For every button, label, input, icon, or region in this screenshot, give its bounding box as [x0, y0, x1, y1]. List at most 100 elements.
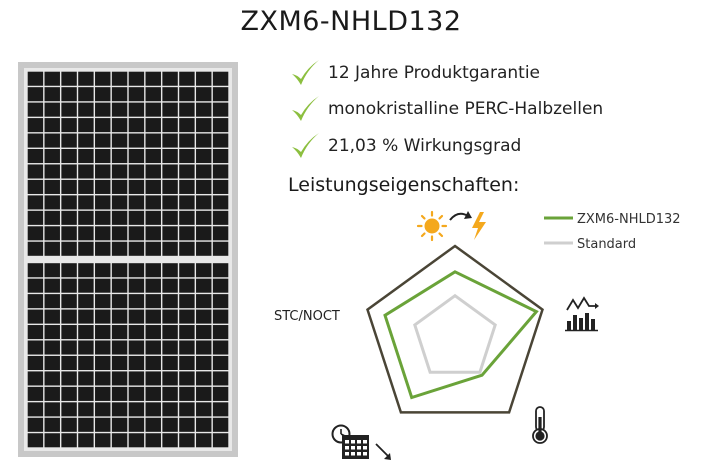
panel-cell — [179, 325, 195, 340]
panel-cell — [179, 309, 195, 324]
panel-cell — [27, 263, 44, 278]
panel-cell — [61, 355, 77, 371]
panel-cell — [61, 102, 77, 117]
panel-cell — [111, 71, 128, 86]
panel-cell — [44, 71, 60, 86]
panel-cell — [196, 340, 212, 355]
feature-cells: monokristalline PERC-Halbzellen — [288, 92, 603, 126]
panel-cell — [128, 210, 145, 225]
panel-cell — [61, 179, 77, 194]
panel-cell — [212, 371, 229, 386]
panel-cell — [145, 133, 161, 148]
panel-cell — [78, 263, 94, 278]
panel-cell — [95, 195, 111, 210]
panel-cell — [27, 241, 44, 256]
panel-cell — [145, 241, 161, 256]
panel-cell — [162, 210, 178, 225]
panel-cell — [162, 309, 178, 324]
panel-cell — [196, 294, 212, 309]
panel-cell — [61, 417, 77, 432]
panel-cell — [95, 355, 111, 371]
panel-cell — [196, 263, 212, 278]
panel-cell — [196, 164, 212, 179]
panel-cell — [179, 179, 195, 194]
panel-cell — [61, 133, 77, 148]
panel-cell — [27, 294, 44, 309]
panel-cell — [128, 309, 145, 324]
panel-cell — [95, 417, 111, 432]
panel-cell — [196, 195, 212, 210]
panel-cell — [95, 148, 111, 164]
panel-cell — [179, 102, 195, 117]
panel-cell — [212, 402, 229, 417]
panel-cell — [179, 386, 195, 401]
panel-cell — [196, 118, 212, 133]
panel-cell — [128, 433, 145, 448]
panel-cell — [111, 325, 128, 340]
panel-cell — [44, 179, 60, 194]
legend-label-standard: Standard — [577, 237, 636, 252]
panel-cell — [61, 195, 77, 210]
panel-cell — [44, 278, 60, 293]
panel-cell — [61, 309, 77, 324]
panel-cell — [212, 102, 229, 117]
panel-cell — [95, 179, 111, 194]
panel-cell — [128, 133, 145, 148]
panel-cell — [145, 210, 161, 225]
panel-cell — [212, 278, 229, 293]
panel-cell — [111, 241, 128, 256]
panel-cell — [212, 179, 229, 194]
panel-cell — [44, 87, 60, 102]
panel-cell — [44, 210, 60, 225]
panel-cell — [78, 278, 94, 293]
radar-series-standard — [413, 293, 497, 374]
feature-label: monokristalline PERC-Halbzellen — [328, 99, 604, 119]
panel-cell — [111, 102, 128, 117]
panel-cell — [44, 386, 60, 401]
panel-cell — [179, 340, 195, 355]
panel-cell — [212, 263, 229, 278]
panel-cell — [179, 87, 195, 102]
panel-cell — [95, 433, 111, 448]
panel-cell — [27, 371, 44, 386]
panel-cell — [162, 278, 178, 293]
panel-cell — [44, 294, 60, 309]
panel-cell — [212, 118, 229, 133]
panel-cell — [27, 309, 44, 324]
radar-series-product — [383, 270, 539, 400]
panel-cell — [44, 340, 60, 355]
panel-cell — [128, 263, 145, 278]
panel-cell — [27, 195, 44, 210]
panel-cell — [162, 226, 178, 241]
panel-cell — [78, 133, 94, 148]
panel-cell — [61, 241, 77, 256]
panel-cell — [179, 118, 195, 133]
panel-cell — [162, 148, 178, 164]
panel-cell — [111, 340, 128, 355]
panel-cell — [179, 294, 195, 309]
panel-cell — [78, 71, 94, 86]
panel-cell — [128, 179, 145, 194]
panel-cell — [145, 179, 161, 194]
panel-cell — [61, 386, 77, 401]
panel-cell — [145, 87, 161, 102]
panel-cell — [212, 164, 229, 179]
panel-cell — [128, 87, 145, 102]
panel-cell — [179, 148, 195, 164]
panel-cell — [95, 226, 111, 241]
panel-cell — [196, 355, 212, 371]
sun-icon — [416, 210, 448, 242]
panel-cell — [162, 164, 178, 179]
panel-cell — [196, 402, 212, 417]
panel-cell — [44, 148, 60, 164]
panel-cell — [196, 278, 212, 293]
panel-cell — [111, 148, 128, 164]
panel-cell — [44, 433, 60, 448]
panel-cell — [111, 309, 128, 324]
panel-cell — [196, 71, 212, 86]
panel-cell — [128, 118, 145, 133]
panel-cell — [95, 340, 111, 355]
panel-cell — [61, 340, 77, 355]
panel-cell — [145, 294, 161, 309]
panel-cell — [179, 417, 195, 432]
